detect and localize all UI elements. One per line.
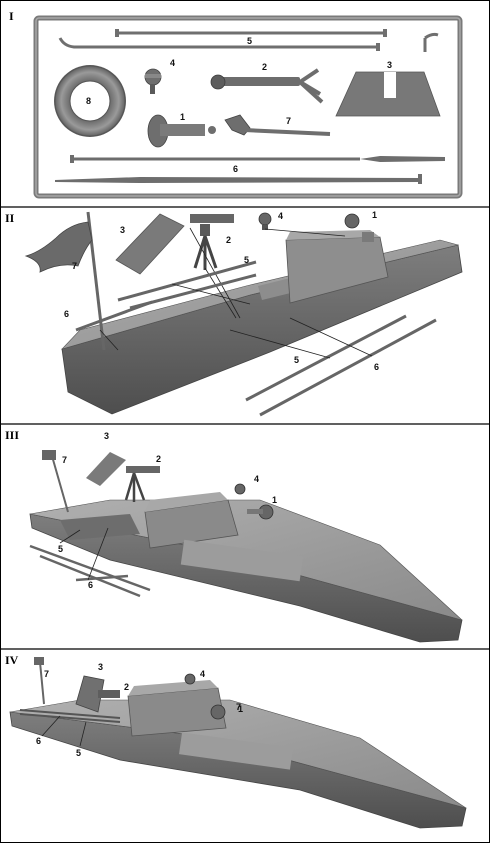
label-part-7: 7 <box>286 116 291 126</box>
mounted-machine-gun <box>98 690 120 698</box>
step-number: IV <box>5 653 19 667</box>
assembly-guide-lines <box>59 527 109 581</box>
step-3-panel: III <box>5 428 463 643</box>
label-part-6: 6 <box>374 362 379 372</box>
label-part-5: 5 <box>58 544 63 554</box>
label-part-3: 3 <box>104 431 109 441</box>
superstructure-wall <box>127 687 227 737</box>
superstructure-top <box>145 492 228 512</box>
label-part-5: 5 <box>76 748 81 758</box>
floating-gun-mount <box>247 504 274 520</box>
flag-pole <box>51 455 69 513</box>
part-5-pole-pair: 5 <box>58 29 439 52</box>
sprue-frame-highlight <box>35 17 461 197</box>
label-part-1: 1 <box>180 112 185 122</box>
label-part-4: 4 <box>170 58 175 68</box>
label-part-1: 1 <box>272 495 277 505</box>
mounted-gun <box>210 704 226 720</box>
mounted-gun-shield <box>75 675 105 713</box>
label-part-3: 3 <box>387 60 392 70</box>
part-2-machine-gun: 2 <box>210 62 324 104</box>
floating-searchlight <box>234 483 246 495</box>
floating-machine-gun <box>124 466 160 502</box>
floating-gun-shield <box>115 213 185 275</box>
mounted-searchlight <box>184 673 196 685</box>
label-part-2: 2 <box>262 62 267 72</box>
step-number: III <box>5 428 19 442</box>
floating-machine-gun <box>190 214 234 270</box>
label-part-6: 6 <box>88 580 93 590</box>
label-part-6: 6 <box>64 309 69 319</box>
pole-guide-lines <box>171 283 373 359</box>
label-part-6: 6 <box>36 736 41 746</box>
assembly-guide-lines <box>41 715 87 747</box>
flag-cloth <box>34 657 44 665</box>
floating-poles <box>29 544 151 598</box>
label-part-7: 7 <box>236 702 241 712</box>
floating-poles <box>75 260 437 417</box>
step-1-panel: I 5 8 4 <box>9 9 463 199</box>
label-part-7: 7 <box>62 455 67 465</box>
step-number: II <box>5 211 15 225</box>
aft-cockpit <box>60 514 140 540</box>
label-part-8: 8 <box>86 96 91 106</box>
label-part-7: 7 <box>72 261 77 271</box>
part-1-gun-mount: 1 <box>147 112 216 148</box>
floating-searchlight <box>258 212 272 230</box>
label-part-6: 6 <box>233 164 238 174</box>
deck-hatch <box>180 539 304 582</box>
label-part-4: 4 <box>278 211 283 221</box>
part-8-life-ring: 8 <box>54 65 126 137</box>
superstructure-top <box>128 680 218 696</box>
label-part-7: 7 <box>44 669 49 679</box>
flag-pole <box>39 661 45 705</box>
flag-cloth <box>24 221 93 273</box>
label-part-1: 1 <box>372 210 377 220</box>
part-3-gun-shield: 3 <box>335 60 441 117</box>
label-part-2: 2 <box>226 235 231 245</box>
label-part-5: 5 <box>244 255 249 265</box>
step-number: I <box>9 9 14 23</box>
label-part-2: 2 <box>124 682 129 692</box>
mounted-poles <box>19 709 121 723</box>
label-part-4: 4 <box>200 669 205 679</box>
label-part-1: 1 <box>238 704 243 714</box>
deck-hatch <box>179 732 293 770</box>
label-part-4: 4 <box>254 474 259 484</box>
hatch <box>362 232 374 242</box>
step-4-panel: IV 1 2 3 4 5 6 7 7 <box>5 653 467 829</box>
label-part-2: 2 <box>156 454 161 464</box>
label-part-5: 5 <box>294 355 299 365</box>
flag-cloth <box>42 450 56 460</box>
part-7-flag: 7 <box>224 114 331 136</box>
floating-gun-shield <box>86 452 126 486</box>
step-2-panel: II <box>5 210 463 417</box>
part-4-searchlight: 4 <box>144 58 175 94</box>
label-part-3: 3 <box>120 225 125 235</box>
label-part-5: 5 <box>247 36 252 46</box>
label-part-3: 3 <box>98 662 103 672</box>
floating-gun-mount <box>344 213 360 229</box>
part-6-oars: 6 <box>55 155 445 184</box>
